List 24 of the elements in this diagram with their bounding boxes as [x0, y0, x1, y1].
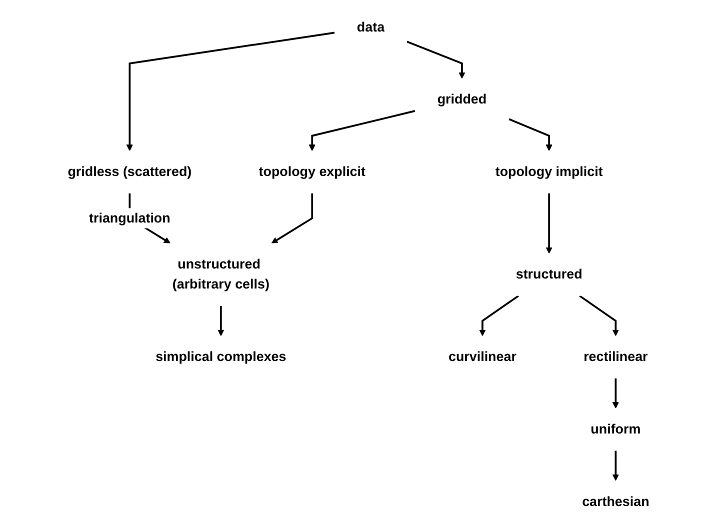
arrow [271, 193, 314, 244]
arrow [479, 295, 519, 336]
arrow [612, 450, 619, 481]
node-text: curvilinear [448, 349, 516, 364]
node-text: topology implicit [495, 164, 603, 180]
arrow [546, 193, 552, 254]
node-text: data [356, 19, 385, 34]
node-text: uniform [590, 422, 641, 436]
arrow [612, 378, 619, 408]
node-text: topology explicit [258, 164, 366, 180]
arrow [126, 32, 335, 152]
node-text: carthesian [582, 494, 650, 509]
node-text: simplical complexes [156, 349, 286, 364]
node-text: gridless (scattered) [68, 164, 192, 180]
arrow [508, 118, 552, 152]
node-text: unstructured (arbitrary cells) [172, 256, 270, 292]
arrow [406, 40, 466, 79]
arrow [579, 295, 619, 336]
edge-label: triangulation [89, 210, 170, 226]
node-text: rectilinear [584, 349, 648, 364]
node-text: gridded [437, 92, 487, 107]
arrow [308, 110, 416, 152]
arrow [218, 306, 224, 336]
node-text: structured [516, 266, 582, 282]
